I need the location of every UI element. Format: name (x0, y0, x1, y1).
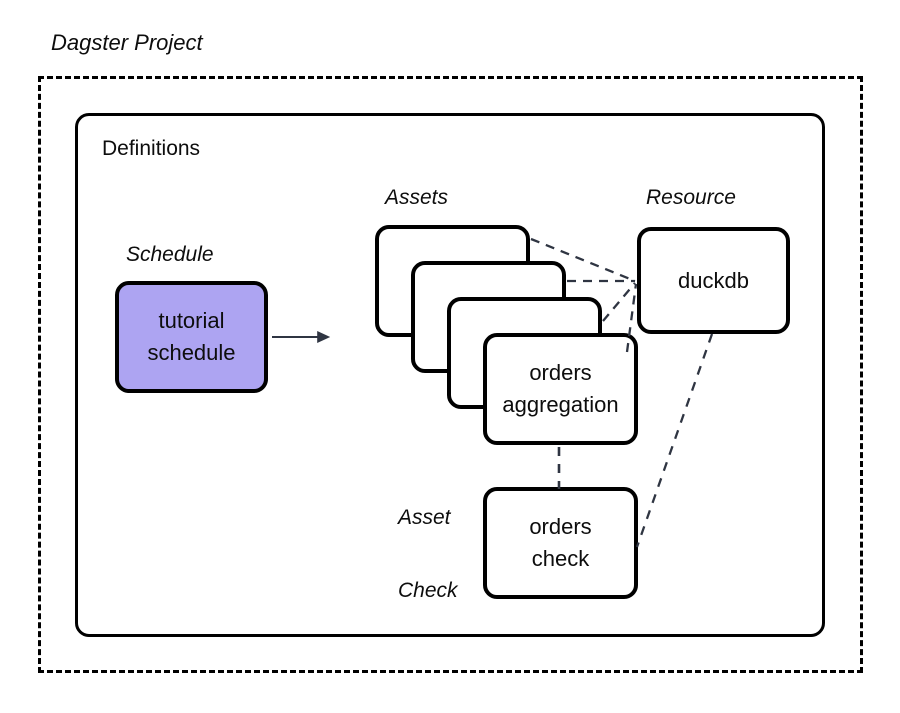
asset-check-node-line2: check (531, 546, 590, 571)
node-asset-orders-aggregation[interactable]: orders aggregation (483, 333, 638, 445)
asset-node-line1: orders (529, 360, 592, 386)
assets-group-label: Assets (385, 186, 449, 209)
node-schedule-tutorial-schedule[interactable]: tutorial schedule (115, 281, 268, 393)
asset-check-label-line1: Asset (398, 506, 451, 530)
asset-check-node-line1: orders (529, 514, 592, 540)
definitions-label: Definitions (102, 137, 201, 160)
asset-check-label-line2: Check (398, 578, 458, 602)
asset-check-group-label: Asset Check (398, 458, 458, 651)
schedule-node-line2: schedule (147, 340, 236, 365)
project-dashed-border (38, 76, 863, 673)
schedule-group-label: Schedule (126, 243, 214, 266)
resource-node-line1: duckdb (678, 267, 749, 293)
node-asset-check-orders-check[interactable]: orders check (483, 487, 638, 599)
asset-node-line2: aggregation (502, 392, 619, 417)
resource-group-label: Resource (646, 186, 736, 209)
node-resource-duckdb[interactable]: duckdb (637, 227, 790, 334)
project-title: Dagster Project (51, 30, 203, 55)
schedule-node-line1: tutorial (158, 308, 225, 334)
